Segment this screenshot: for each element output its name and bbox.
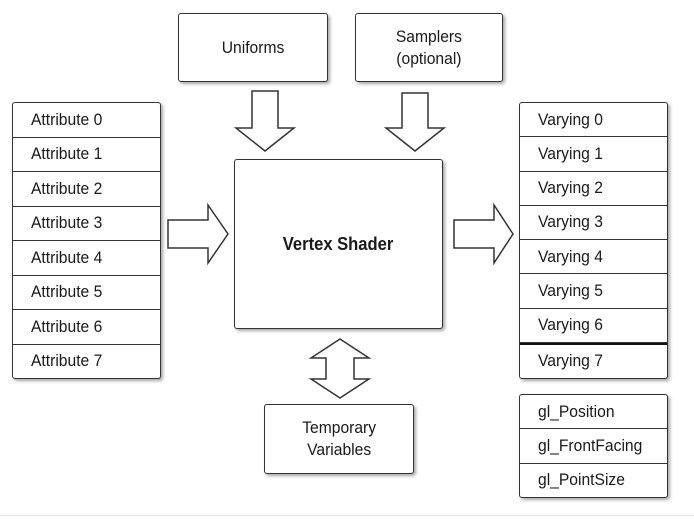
samplers-box: Samplers (optional) (355, 13, 503, 82)
vertex-shader-label: Vertex Shader (283, 234, 394, 254)
attribute-item: Attribute 0 (13, 103, 160, 138)
samplers-down-arrow (383, 92, 447, 152)
builtin-item: gl_PointSize (538, 470, 625, 490)
attributes-right-arrow (167, 202, 229, 266)
samplers-label-line2: (optional) (396, 48, 462, 68)
attribute-list: Attribute 0 Attribute 1 Attribute 2 Attr… (12, 102, 161, 379)
varying-item: Varying 5 (520, 274, 667, 309)
samplers-label-line1: Samplers (395, 26, 463, 46)
varying-item: Varying 1 (520, 137, 667, 172)
varying-item: Varying 4 (520, 240, 667, 275)
builtin-outputs-list: gl_Position gl_FrontFacing gl_PointSize (519, 394, 668, 498)
builtin-item: gl_FrontFacing (520, 429, 667, 464)
varying-item: Varying 3 (520, 206, 667, 240)
varying-item: Varying 0 (520, 103, 667, 138)
temporary-double-arrow (308, 338, 372, 399)
attribute-item: Attribute 2 (13, 172, 160, 207)
temporary-label-line2: Variables (306, 440, 372, 459)
attribute-item: Attribute 4 (13, 241, 160, 276)
uniforms-down-arrow (233, 90, 297, 152)
samplers-label: Samplers (optional) (396, 26, 462, 70)
temporary-variables-box: Temporary Variables (264, 404, 414, 474)
vertex-shader-box: Vertex Shader (234, 159, 443, 329)
attribute-item: Attribute 1 (13, 138, 160, 172)
temporary-variables-label: Temporary Variables (302, 417, 376, 461)
uniforms-label: Uniforms (221, 37, 285, 57)
attribute-item: Attribute 6 (13, 310, 160, 345)
attribute-item: Attribute 5 (13, 276, 160, 310)
attribute-item: Attribute 3 (13, 207, 160, 241)
temporary-label-line1: Temporary (302, 418, 376, 437)
varying-item: Varying 7 (520, 342, 667, 378)
varyings-right-arrow (453, 202, 514, 266)
bottom-divider (0, 515, 694, 516)
varying-item: Varying 2 (520, 172, 667, 206)
builtin-item: gl_Position (520, 395, 667, 430)
varying-item: Varying 6 (520, 309, 667, 343)
varying-list: Varying 0 Varying 1 Varying 2 Varying 3 … (519, 102, 668, 379)
attribute-item: Attribute 7 (31, 351, 103, 371)
uniforms-box: Uniforms (178, 13, 328, 82)
